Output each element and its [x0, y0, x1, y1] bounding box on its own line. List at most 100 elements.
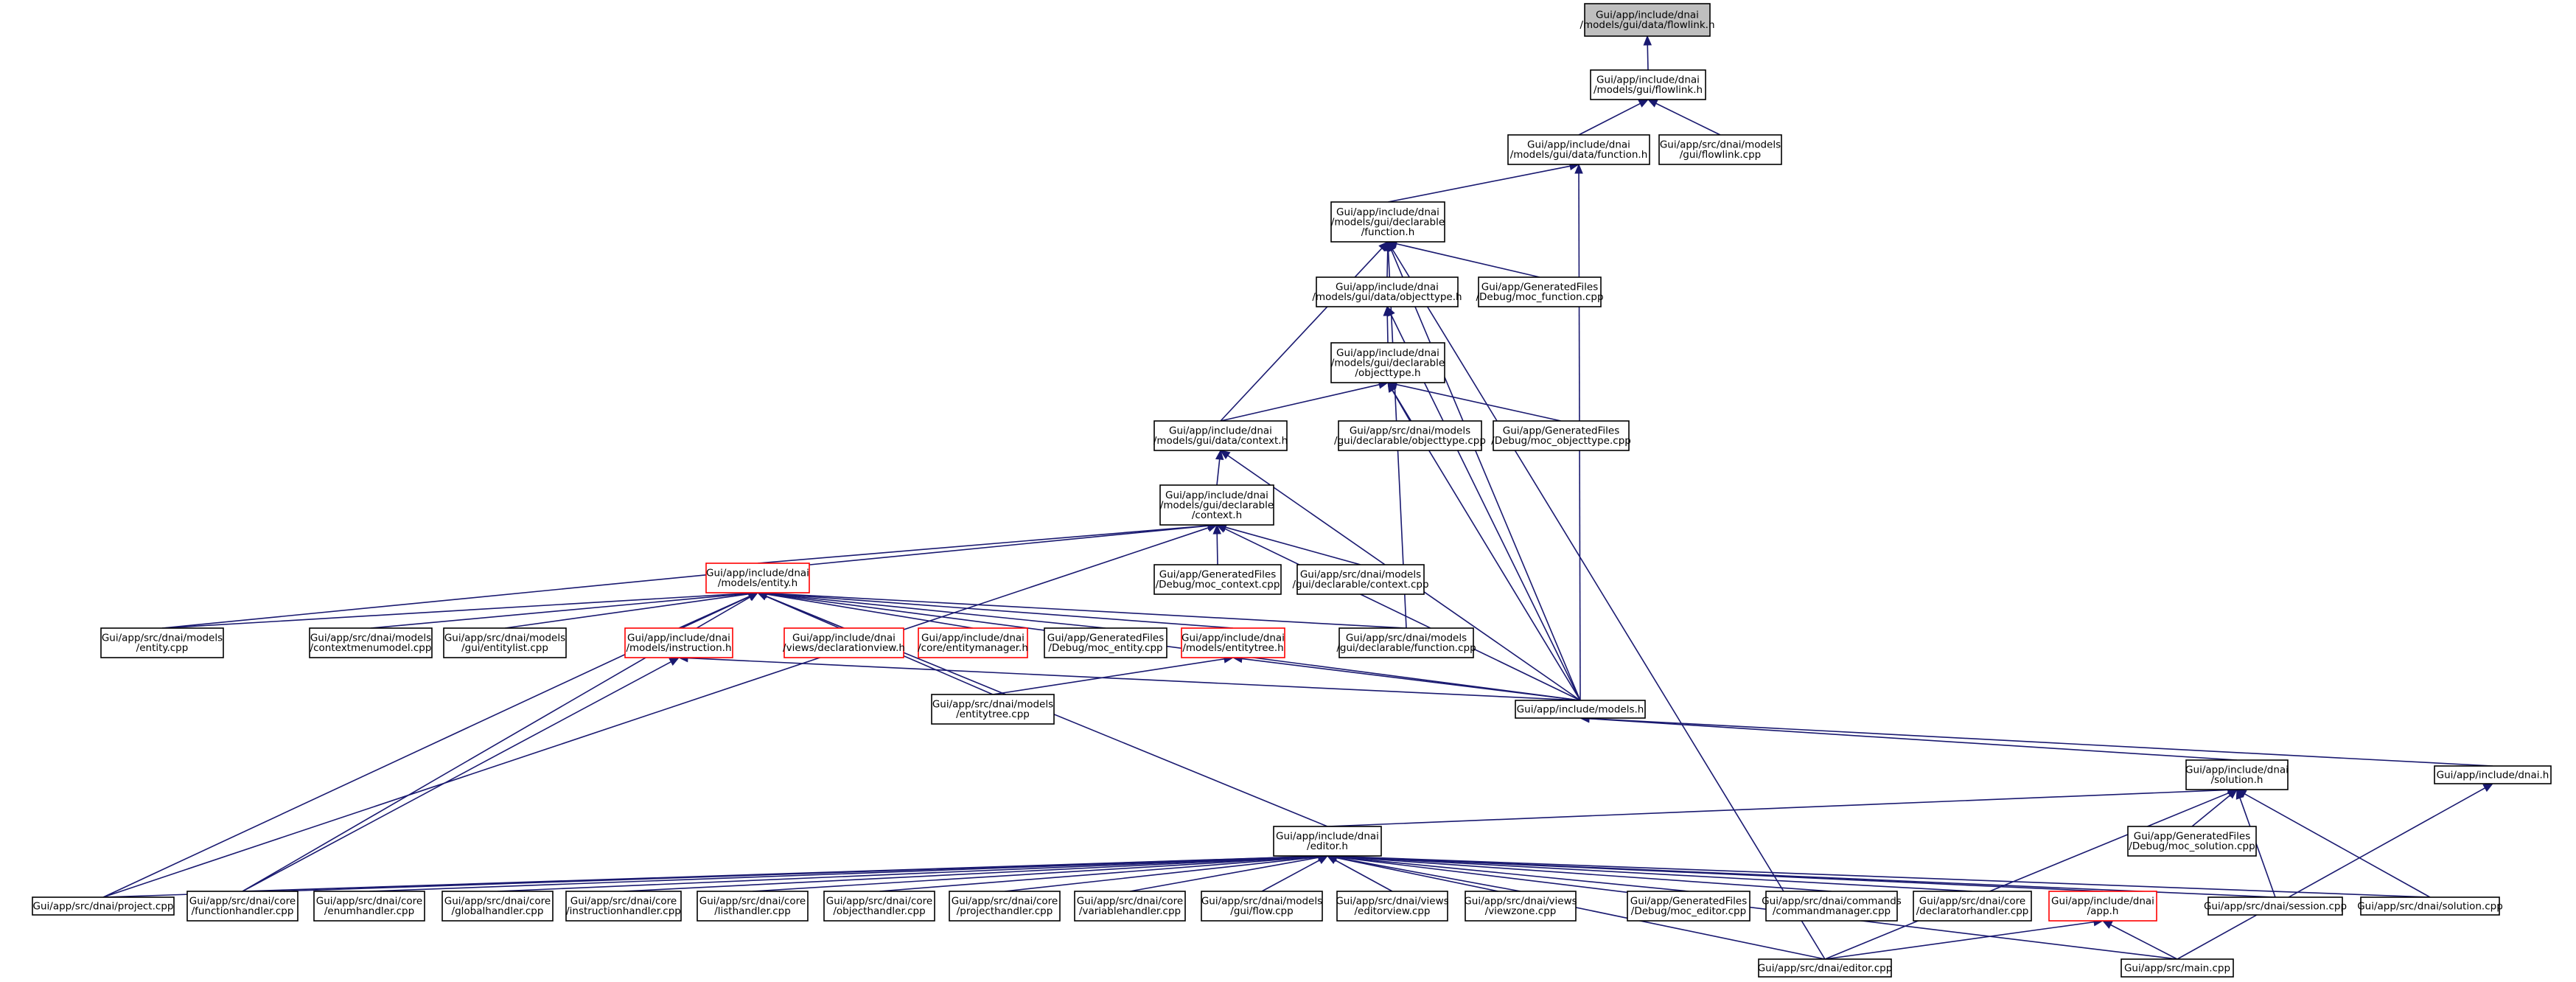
edge-instructionhandler_cpp-to-editor_h: [623, 855, 1319, 892]
node-box: [100, 627, 224, 658]
node-label-line: /models/gui/data/context.h: [1153, 435, 1288, 447]
node-label-line: Gui/app/GeneratedFiles: [1047, 633, 1165, 644]
node-label-line: /Debug/moc_function.cpp: [1476, 291, 1603, 303]
edge-session_cpp-to-solution_h: [2239, 798, 2276, 898]
node-viewzone_cpp[interactable]: Gui/app/src/dnai/views/viewzone.cpp: [1464, 891, 1577, 922]
node-moc_context_cpp[interactable]: Gui/app/GeneratedFiles/Debug/moc_context…: [1153, 564, 1282, 595]
node-solution_cpp[interactable]: Gui/app/src/dnai/solution.cpp: [2357, 896, 2503, 916]
node-project_cpp[interactable]: Gui/app/src/dnai/project.cpp: [32, 896, 175, 916]
node-globalhandler_cpp[interactable]: Gui/app/src/dnai/core/globalhandler.cpp: [441, 891, 554, 922]
node-label-line: Gui/app/src/main.cpp: [2124, 962, 2230, 974]
node-box: [1658, 134, 1782, 165]
node-entity_cpp[interactable]: Gui/app/src/dnai/models/entity.cpp: [100, 627, 224, 658]
arrowhead-main_cpp-to-dnai_h: [2482, 783, 2494, 793]
node-entity_h[interactable]: Gui/app/include/dnai/models/entity.h: [705, 563, 810, 593]
node-box: [783, 627, 904, 658]
node-label-line: /views/declarationview.h: [783, 642, 905, 654]
node-label-line: Gui/app/src/dnai/models: [102, 633, 223, 644]
node-data_function_h[interactable]: Gui/app/include/dnai/models/gui/data/fun…: [1507, 134, 1650, 165]
node-declarationview_h[interactable]: Gui/app/include/dnai/views/declarationvi…: [783, 627, 905, 658]
node-gui_flow_cpp[interactable]: Gui/app/src/dnai/models/gui/flow.cpp: [1201, 891, 1323, 922]
node-variablehandler_cpp[interactable]: Gui/app/src/dnai/core/variablehandler.cp…: [1074, 891, 1186, 922]
node-label-line: /models/gui/data/flowlink.h: [1580, 19, 1714, 31]
arrowhead-models_h-to-data_context_h: [1219, 450, 1231, 459]
node-box: [443, 627, 567, 658]
node-decl_objecttype_h[interactable]: Gui/app/include/dnai/models/gui/declarab…: [1330, 342, 1445, 383]
node-entitytree_cpp[interactable]: Gui/app/src/dnai/models/entitytree.cpp: [931, 694, 1055, 725]
edge-entity_h-to-decl_context_h: [757, 525, 1209, 564]
node-decl_function_cpp[interactable]: Gui/app/src/dnai/models/gui/declarable/f…: [1336, 627, 1476, 658]
node-decl_objecttype_cpp[interactable]: Gui/app/src/dnai/models/gui/declarable/o…: [1334, 420, 1486, 451]
edge-solution_cpp-to-solution_h: [2244, 793, 2431, 898]
node-decl_function_h[interactable]: Gui/app/include/dnai/models/gui/declarab…: [1330, 201, 1445, 243]
node-commandmanager_cpp[interactable]: Gui/app/src/dnai/commands/commandmanager…: [1762, 891, 1902, 922]
node-box: [565, 891, 682, 922]
node-label-line: Gui/app/src/dnai/models: [1346, 633, 1467, 644]
node-box: [1074, 891, 1186, 922]
node-label-line: Gui/app/src/dnai/session.cpp: [2204, 900, 2347, 912]
node-data_context_h[interactable]: Gui/app/include/dnai/models/gui/data/con…: [1153, 420, 1288, 451]
node-root[interactable]: Gui/app/include/dnai/models/gui/data/flo…: [1580, 3, 1715, 37]
node-data_objecttype_h[interactable]: Gui/app/include/dnai/models/gui/data/obj…: [1312, 276, 1462, 307]
arrowhead-flowlink_cpp-to-flowlink_h: [1647, 99, 1658, 108]
node-enumhandler_cpp[interactable]: Gui/app/src/dnai/core/enumhandler.cpp: [313, 891, 425, 922]
node-label-line: /Debug/moc_entity.cpp: [1048, 642, 1162, 654]
node-editor_h[interactable]: Gui/app/include/dnai/editor.h: [1273, 826, 1382, 857]
node-label-line: Gui/app/GeneratedFiles: [1503, 425, 1620, 437]
node-moc_objecttype_cpp[interactable]: Gui/app/GeneratedFiles/Debug/moc_objectt…: [1491, 420, 1631, 451]
node-flowlink_h[interactable]: Gui/app/include/dnai/models/gui/flowlink…: [1590, 69, 1706, 100]
node-label-line: Gui/app/src/dnai/models: [444, 633, 565, 644]
node-entitymanager_h[interactable]: Gui/app/include/dnai/core/entitymanager.…: [918, 627, 1028, 658]
node-session_cpp[interactable]: Gui/app/src/dnai/session.cpp: [2204, 896, 2347, 916]
node-label-line: /solution.h: [2211, 774, 2263, 786]
node-label-line: /globalhandler.cpp: [452, 905, 544, 917]
node-editorview_cpp[interactable]: Gui/app/src/dnai/views/editorview.cpp: [1336, 891, 1449, 922]
node-box: [1765, 891, 1898, 922]
edge-solution_cpp-to-editor_h: [1336, 855, 2431, 898]
edge-flowlink_cpp-to-flowlink_h: [1655, 102, 1721, 136]
node-moc_entity_cpp[interactable]: Gui/app/GeneratedFiles/Debug/moc_entity.…: [1044, 627, 1167, 658]
node-moc_function_cpp[interactable]: Gui/app/GeneratedFiles/Debug/moc_functio…: [1476, 276, 1604, 307]
node-dnai_h[interactable]: Gui/app/include/dnai.h: [2434, 765, 2552, 784]
node-label-line: /gui/entitylist.cpp: [461, 642, 548, 654]
node-objecthandler_cpp[interactable]: Gui/app/src/dnai/core/objecthandler.cpp: [823, 891, 935, 922]
edge-decl_function_h-to-data_function_h: [1387, 165, 1571, 203]
node-moc_editor_cpp[interactable]: Gui/app/GeneratedFiles/Debug/moc_editor.…: [1627, 891, 1751, 922]
node-contextmenumodel_cpp[interactable]: Gui/app/src/dnai/models/contextmenumodel…: [309, 627, 433, 658]
edge-projecthandler_cpp-to-editor_h: [1004, 856, 1319, 892]
node-box: [2048, 891, 2157, 922]
node-functionhandler_cpp[interactable]: Gui/app/src/dnai/core/functionhandler.cp…: [186, 891, 299, 922]
node-entitylist_cpp[interactable]: Gui/app/src/dnai/models/gui/entitylist.c…: [443, 627, 567, 658]
node-label-line: /gui/flow.cpp: [1230, 905, 1293, 917]
node-listhandler_cpp[interactable]: Gui/app/src/dnai/core/listhandler.cpp: [697, 891, 809, 922]
node-flowlink_cpp[interactable]: Gui/app/src/dnai/models/gui/flowlink.cpp: [1658, 134, 1782, 165]
node-models_h[interactable]: Gui/app/include/models.h: [1515, 700, 1646, 719]
node-moc_solution_cpp[interactable]: Gui/app/GeneratedFiles/Debug/moc_solutio…: [2127, 826, 2257, 857]
edge-main_cpp-to-app_h: [2110, 924, 2178, 960]
node-label-line: /objecthandler.cpp: [833, 905, 925, 917]
node-label-line: Gui/app/include/dnai: [1596, 74, 1700, 86]
node-label-line: Gui/app/src/dnai/core: [952, 896, 1058, 908]
arrowhead-models_h-to-data_function_h: [1574, 163, 1583, 174]
node-solution_h[interactable]: Gui/app/include/dnai/solution.h: [2185, 759, 2289, 790]
node-projecthandler_cpp[interactable]: Gui/app/src/dnai/core/projecthandler.cpp: [949, 891, 1061, 922]
node-label-line: /Debug/moc_editor.cpp: [1631, 905, 1746, 917]
node-instruction_h[interactable]: Gui/app/include/dnai/models/instruction.…: [624, 627, 733, 658]
node-entitytree_h[interactable]: Gui/app/include/dnai/models/entitytree.h: [1181, 627, 1285, 658]
node-box: [1758, 958, 1892, 978]
node-declaratorhandler_cpp[interactable]: Gui/app/src/dnai/core/declaratorhandler.…: [1913, 891, 2032, 922]
node-main_cpp[interactable]: Gui/app/src/main.cpp: [2121, 958, 2234, 978]
node-box: [2360, 896, 2500, 916]
node-label-line: /models/entity.h: [718, 577, 797, 589]
node-decl_context_cpp[interactable]: Gui/app/src/dnai/models/gui/declarable/c…: [1292, 564, 1429, 595]
edge-globalhandler_cpp-to-editor_h: [497, 855, 1319, 892]
node-decl_context_h[interactable]: Gui/app/include/dnai/models/gui/declarab…: [1159, 484, 1274, 526]
node-instructionhandler_cpp[interactable]: Gui/app/src/dnai/core/instructionhandler…: [565, 891, 682, 922]
node-label-line: /app.h: [2087, 905, 2119, 917]
node-box: [2434, 765, 2552, 784]
node-app_h[interactable]: Gui/app/include/dnai/app.h: [2048, 891, 2157, 922]
node-box: [1584, 3, 1711, 37]
node-label-line: Gui/app/src/dnai/project.cpp: [33, 900, 174, 912]
node-label-line: /entitytree.cpp: [956, 708, 1030, 720]
node-editor_cpp[interactable]: Gui/app/src/dnai/editor.cpp: [1758, 958, 1893, 978]
